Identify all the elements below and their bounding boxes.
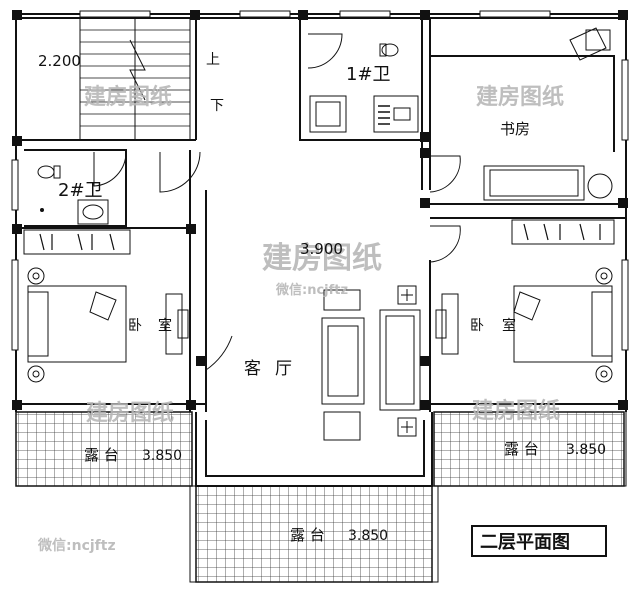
elevation-terrace-bottom: 3.850 [348, 528, 388, 544]
elevation-terrace-left: 3.850 [142, 448, 182, 464]
watermarks: 建房图纸 建房图纸 建房图纸 微信:ncjftz 建房图纸 建房图纸 微信:nc… [37, 84, 564, 554]
label-bedroom-left-a: 卧 [128, 318, 142, 334]
watermark-brand-2: 建房图纸 [476, 84, 564, 110]
watermark-brand-5: 建房图纸 [472, 398, 560, 424]
label-study: 书房 [500, 120, 530, 138]
watermark-brand-4: 建房图纸 [86, 400, 174, 426]
label-bath1: 1#卫 [346, 64, 391, 85]
label-terrace-right: 露 台 [504, 440, 539, 458]
structural-columns [12, 10, 628, 410]
bath2-fixtures [37, 165, 109, 225]
plan-title-box: 二层平面图 [471, 525, 607, 557]
room-labels: 2.200 上 下 1#卫 2#卫 书房 3.900 客厅 卧 室 卧 室 露 … [38, 52, 606, 544]
terrace-right-floor [433, 411, 625, 487]
terrace-left-floor [15, 411, 193, 487]
elevation-stair: 2.200 [38, 52, 81, 70]
label-bath2: 2#卫 [58, 180, 103, 201]
watermark-wechat-center: 微信:ncjftz [275, 282, 348, 298]
bed-left [27, 267, 189, 383]
label-bedroom-right-a: 卧 [470, 318, 484, 334]
elevation-living: 3.900 [300, 240, 343, 258]
elevation-terrace-right: 3.850 [566, 442, 606, 458]
wardrobes [23, 219, 615, 255]
doors [93, 33, 461, 371]
watermark-brand-3: 建房图纸 [262, 241, 382, 276]
living-furniture [321, 285, 421, 441]
label-bedroom-left-b: 室 [158, 317, 172, 334]
watermark-wechat-corner: 微信:ncjftz [37, 537, 116, 554]
label-stair-up: 上 [206, 52, 220, 68]
bed-right [435, 267, 613, 383]
label-living: 客厅 [244, 359, 306, 379]
staircase [79, 17, 191, 141]
label-terrace-bottom: 露 台 [290, 526, 325, 544]
label-terrace-left: 露 台 [84, 446, 119, 464]
study-furniture [483, 27, 613, 201]
windows [11, 10, 629, 351]
plan-title: 二层平面图 [480, 532, 570, 553]
label-bedroom-right-b: 室 [502, 317, 516, 334]
label-stair-down: 下 [210, 98, 224, 114]
watermark-brand-1: 建房图纸 [84, 84, 172, 110]
bath1-fixtures [309, 43, 419, 133]
